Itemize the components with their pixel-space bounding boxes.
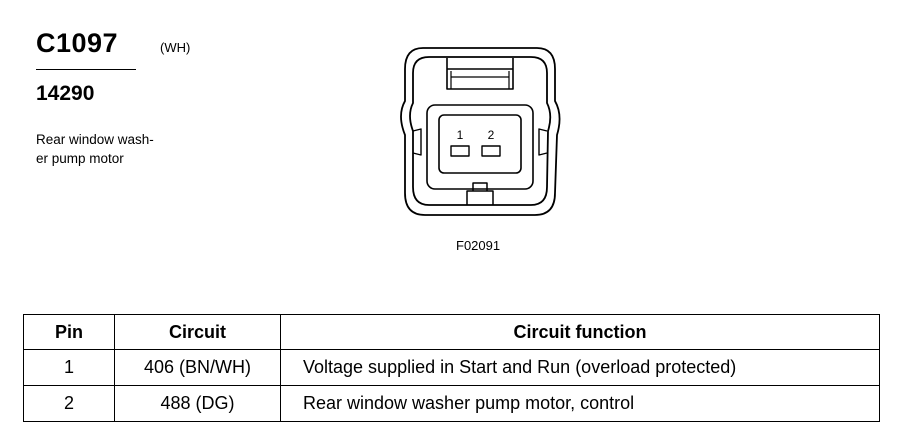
cell-circuit: 406 (BN/WH)	[114, 349, 281, 386]
terminal-2	[481, 145, 501, 157]
connector-outer-housing	[400, 47, 561, 216]
table-row: 1 406 (BN/WH) Voltage supplied in Start …	[23, 349, 880, 386]
connector-cavity-body	[426, 104, 534, 190]
table-header-row: Pin Circuit Circuit function	[23, 314, 880, 350]
pin-label-2: 2	[488, 128, 495, 142]
cell-pin: 2	[23, 385, 115, 422]
connector-terminal-window	[438, 114, 522, 174]
connector-right-rib	[538, 128, 548, 156]
header-circuit-function: Circuit function	[280, 314, 880, 350]
table-row: 2 488 (DG) Rear window washer pump motor…	[23, 385, 880, 422]
cell-circuit: 488 (DG)	[114, 385, 281, 422]
terminal-1	[450, 145, 470, 157]
title-underline	[36, 69, 136, 70]
part-number: 14290	[36, 82, 95, 105]
connector-key-notch	[466, 182, 494, 205]
description-line-2: er pump motor	[36, 151, 124, 166]
connector-id: C1097	[36, 28, 119, 58]
pinout-table: Pin Circuit Circuit function 1 406 (BN/W…	[23, 314, 880, 422]
header-pin: Pin	[23, 314, 115, 350]
connector-left-rib	[412, 128, 422, 156]
header-circuit: Circuit	[114, 314, 281, 350]
cell-pin: 1	[23, 349, 115, 386]
connector-color-code: (WH)	[160, 40, 191, 55]
component-description: Rear window wash- er pump motor	[36, 130, 196, 168]
cell-circuit-function: Voltage supplied in Start and Run (overl…	[280, 349, 880, 386]
pin-label-1: 1	[457, 128, 464, 142]
connector-inner-rim	[409, 56, 552, 206]
cell-circuit-function: Rear window washer pump motor, control	[280, 385, 880, 422]
connector-face-diagram: 1 2	[400, 47, 561, 216]
description-line-1: Rear window wash-	[36, 132, 154, 147]
connector-locking-tab	[446, 58, 514, 90]
figure-code: F02091	[456, 238, 501, 253]
